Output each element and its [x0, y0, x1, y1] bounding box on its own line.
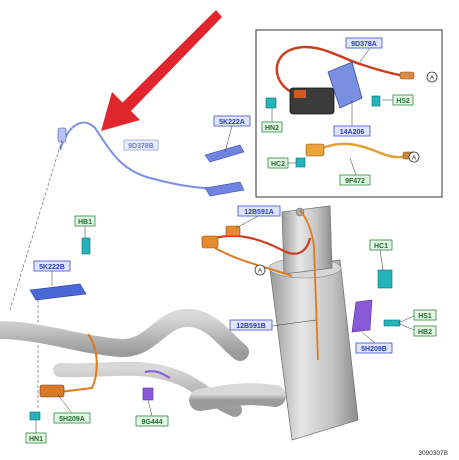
label-text-9d378b: 9D378B	[128, 143, 154, 150]
label-9f472: 9F472	[339, 174, 371, 186]
label-text-hn2: HN2	[265, 125, 279, 132]
label-14a206: 14A206	[333, 125, 371, 137]
connector-ref-a-2: A	[408, 151, 420, 163]
label-text-hb2: HB2	[418, 329, 432, 336]
label-12b591b: 12B591B	[229, 319, 273, 331]
label-text-12b591b: 12B591B	[236, 323, 266, 330]
label-text-5k222a: 5K222A	[219, 119, 245, 126]
inset-orange-wire	[321, 142, 411, 159]
red-indicator-arrow	[101, 10, 222, 131]
label-hc1: HC1	[369, 239, 393, 251]
blue-harness	[29, 121, 245, 301]
label-text-12b591a: 12B591A	[244, 209, 274, 216]
connector-ref-a-2-text: A	[412, 155, 417, 162]
diesel-particulate-filter	[269, 259, 359, 441]
label-hb1: HB1	[74, 215, 96, 227]
5h209a-sensor-shape	[39, 384, 65, 398]
label-text-hb1: HB1	[78, 219, 92, 226]
hc1-clip-shape	[377, 269, 393, 289]
figure-code: 3090307B	[418, 450, 448, 457]
inset-hn2-nut	[265, 97, 277, 109]
inset-module-connector	[294, 90, 306, 98]
5h209b-sensor-shape	[351, 299, 373, 333]
label-hn1: HN1	[25, 432, 47, 444]
label-text-5k222b: 5K222B	[39, 264, 65, 271]
label-text-hn1: HN1	[29, 436, 43, 443]
exhaust-assembly	[0, 205, 359, 441]
inset-detail-box	[255, 29, 443, 198]
label-5k222a: 5K222A	[213, 115, 251, 127]
label-text-hc2: HC2	[271, 161, 285, 168]
inset-hc2-clip	[295, 157, 306, 168]
connector-ref-a-3: A	[254, 264, 266, 276]
label-text-9g444: 9G444	[141, 419, 162, 426]
leader-lines	[9, 139, 63, 410]
label-text-9d378a: 9D378A	[351, 41, 377, 48]
inset-sensor-wire	[275, 45, 406, 97]
label-9d378b: 9D378B	[123, 139, 159, 151]
label-5h209a: 5H209A	[53, 412, 91, 424]
inset-sensor-tip	[399, 71, 415, 80]
label-text-hs1: HS1	[418, 313, 432, 320]
label-5h209b: 5H209B	[355, 342, 393, 354]
inset-hs2-screw	[371, 95, 381, 107]
label-hs2: HS2	[392, 94, 414, 106]
connector-ref-a-3-text: A	[258, 268, 263, 275]
label-hb2: HB2	[413, 325, 437, 337]
label-text-9f472: 9F472	[345, 178, 365, 185]
connector-ref-a-1-text: A	[430, 75, 435, 82]
inset-bracket	[327, 61, 363, 109]
label-hs1: HS1	[413, 309, 437, 321]
callout-leaders	[35, 47, 415, 433]
inset-orange-connector	[305, 143, 325, 157]
label-hn2: HN2	[261, 121, 283, 133]
label-text-hc1: HC1	[374, 243, 388, 250]
label-hc2: HC2	[267, 157, 289, 169]
label-text-hs2: HS2	[396, 98, 410, 105]
label-text-5h209b: 5H209B	[361, 346, 387, 353]
label-5k222b: 5K222B	[33, 260, 71, 272]
label-text-5h209a: 5H209A	[59, 416, 85, 423]
label-9g444: 9G444	[135, 415, 169, 427]
label-9d378a: 9D378A	[345, 37, 383, 49]
label-text-14a206: 14A206	[340, 129, 365, 136]
connector-ref-a-1: A	[426, 71, 438, 83]
label-12b591a: 12B591A	[237, 205, 281, 217]
dpf-sensor-wires	[29, 209, 401, 421]
